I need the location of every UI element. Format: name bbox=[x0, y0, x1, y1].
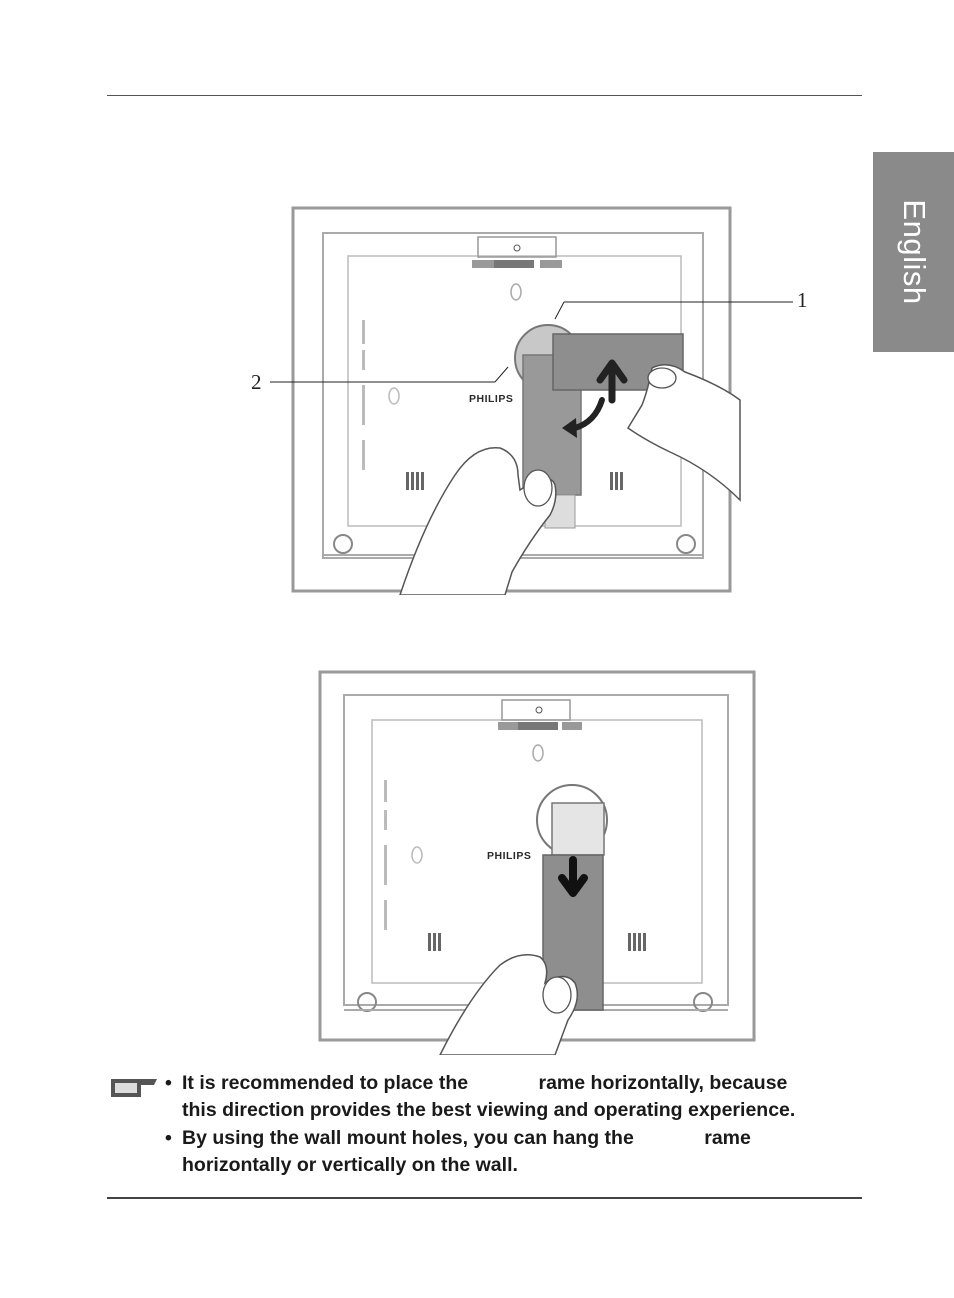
figure-stand-release bbox=[310, 665, 760, 1055]
note-line: It is recommended to place the rame hori… bbox=[182, 1072, 788, 1094]
note-line: this direction provides the best viewing… bbox=[182, 1099, 796, 1121]
note-item: • It is recommended to place the rame ho… bbox=[165, 1070, 867, 1124]
figure-1-illustration bbox=[270, 206, 793, 595]
note-icon bbox=[111, 1079, 157, 1097]
bottom-rule bbox=[107, 1197, 862, 1199]
note-line: horizontally or vertically on the wall. bbox=[182, 1154, 518, 1176]
note-list: • It is recommended to place the rame ho… bbox=[107, 1070, 867, 1179]
brand-logo: PHILIPS bbox=[469, 393, 514, 405]
figure-stand-rotation bbox=[250, 200, 820, 595]
language-tab: English bbox=[873, 152, 954, 352]
language-tab-label: English bbox=[896, 199, 932, 305]
bullet: • bbox=[165, 1072, 172, 1094]
brand-logo-2: PHILIPS bbox=[487, 850, 532, 862]
callout-2: 2 bbox=[251, 370, 262, 394]
top-rule bbox=[107, 95, 862, 96]
note-line: By using the wall mount holes, you can h… bbox=[182, 1127, 751, 1149]
note-item: • By using the wall mount holes, you can… bbox=[165, 1125, 867, 1179]
notes-section: • It is recommended to place the rame ho… bbox=[107, 1070, 867, 1180]
figure-2-illustration bbox=[318, 670, 756, 1055]
callout-1: 1 bbox=[797, 288, 808, 312]
bullet: • bbox=[165, 1127, 172, 1149]
